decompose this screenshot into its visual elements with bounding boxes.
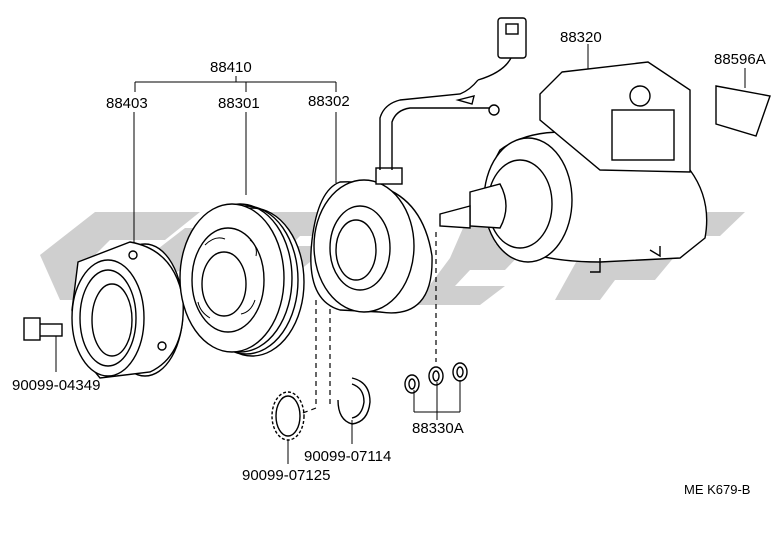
label-stator-coil: 88302	[308, 93, 350, 110]
label-snap-ring-large: 90099-07125	[242, 467, 330, 484]
label-shims: 88330A	[412, 420, 464, 437]
snap-ring-large-drawing	[271, 391, 305, 441]
shims-drawing	[404, 362, 468, 394]
compressor-drawing	[439, 61, 708, 273]
leader-lines	[55, 44, 746, 464]
label-plate-part: 88596A	[714, 51, 766, 68]
label-bolt: 90099-04349	[12, 377, 100, 394]
label-pulley-rotor: 88301	[218, 95, 260, 112]
label-compressor: 88320	[560, 29, 602, 46]
pulley-rotor-drawing	[179, 203, 305, 357]
label-pressure-plate: 88403	[106, 95, 148, 112]
assembly-dashed-lines	[299, 232, 437, 415]
reference-code: ME K679-B	[684, 482, 750, 497]
label-plate-drawing	[715, 85, 771, 137]
pressure-plate-drawing	[71, 241, 184, 379]
stator-coil-drawing	[310, 17, 527, 314]
label-clutch-assembly: 88410	[210, 59, 252, 76]
bolt-drawing	[23, 317, 63, 341]
label-snap-ring-small: 90099-07114	[304, 448, 391, 465]
snap-ring-small-drawing	[337, 377, 371, 425]
